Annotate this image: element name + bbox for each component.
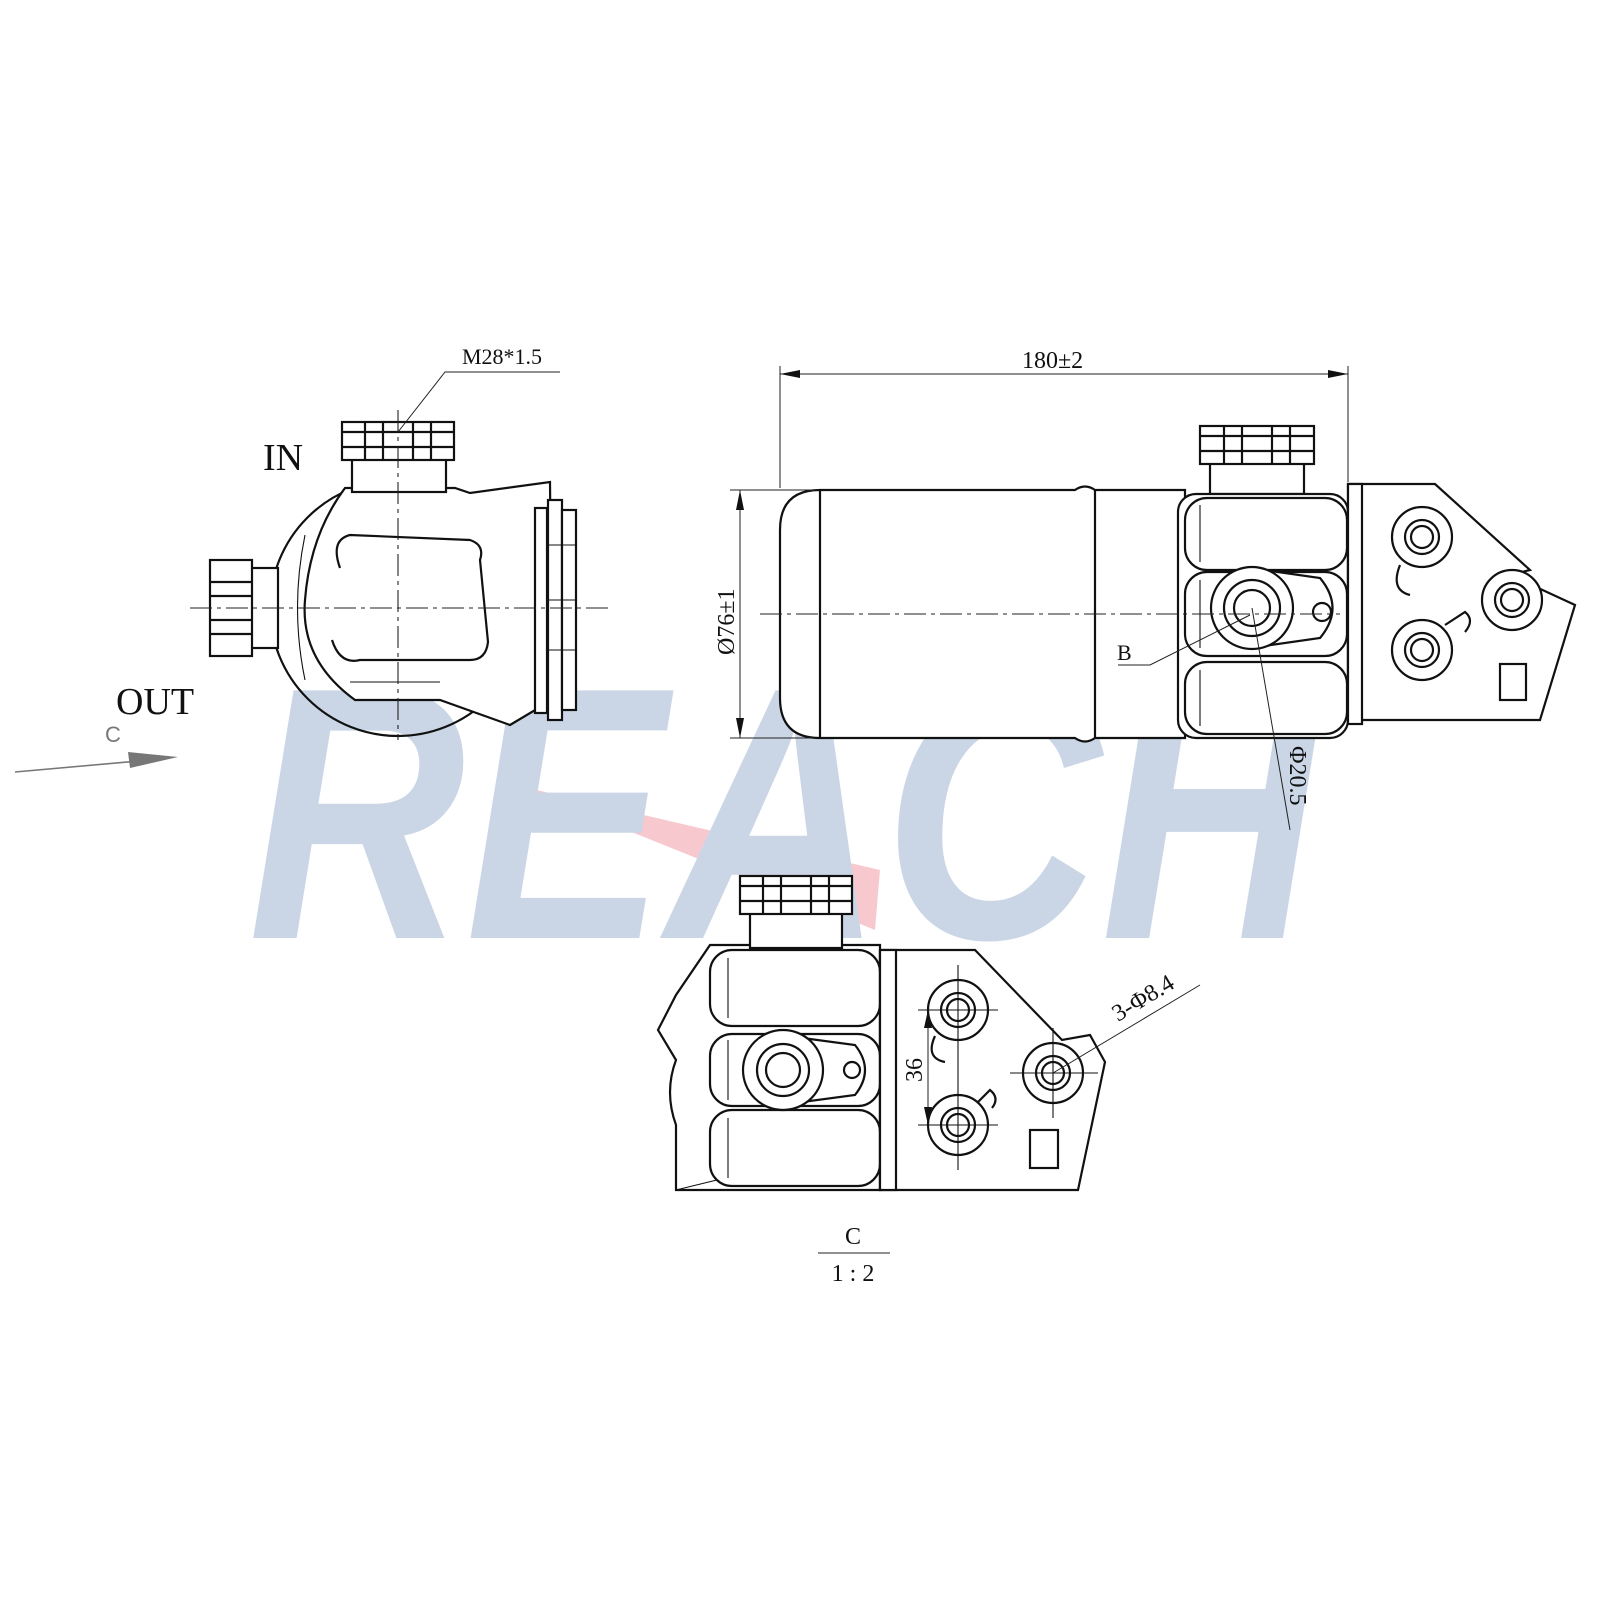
- mounting-bracket: [1346, 482, 1577, 726]
- end-view: [190, 371, 608, 740]
- length-label: 180±2: [1022, 348, 1083, 374]
- side-view: [730, 366, 1577, 831]
- detail-caption-name: C: [845, 1224, 861, 1250]
- head-block: [303, 480, 554, 727]
- view-c-arrow: C: [14, 722, 178, 773]
- detail-caption: C 1 : 2: [818, 1224, 890, 1287]
- outlet-port: [1209, 565, 1334, 651]
- detail-top-hex-nut: [738, 874, 854, 950]
- port-diameter-label: Φ20.5: [1284, 746, 1310, 806]
- side-top-hex-nut: [1198, 424, 1316, 496]
- detail-view-c: [656, 874, 1201, 1192]
- out-label: OUT: [116, 681, 194, 723]
- diameter-label: Ø76±1: [714, 588, 740, 655]
- in-label: IN: [263, 437, 303, 479]
- thread-label: M28*1.5: [462, 344, 542, 369]
- detail-ref-label: B: [1117, 640, 1132, 665]
- view-c-arrow-label: C: [105, 722, 121, 747]
- hole-spacing-label: 36: [902, 1058, 928, 1082]
- detail-caption-scale: 1 : 2: [832, 1261, 875, 1287]
